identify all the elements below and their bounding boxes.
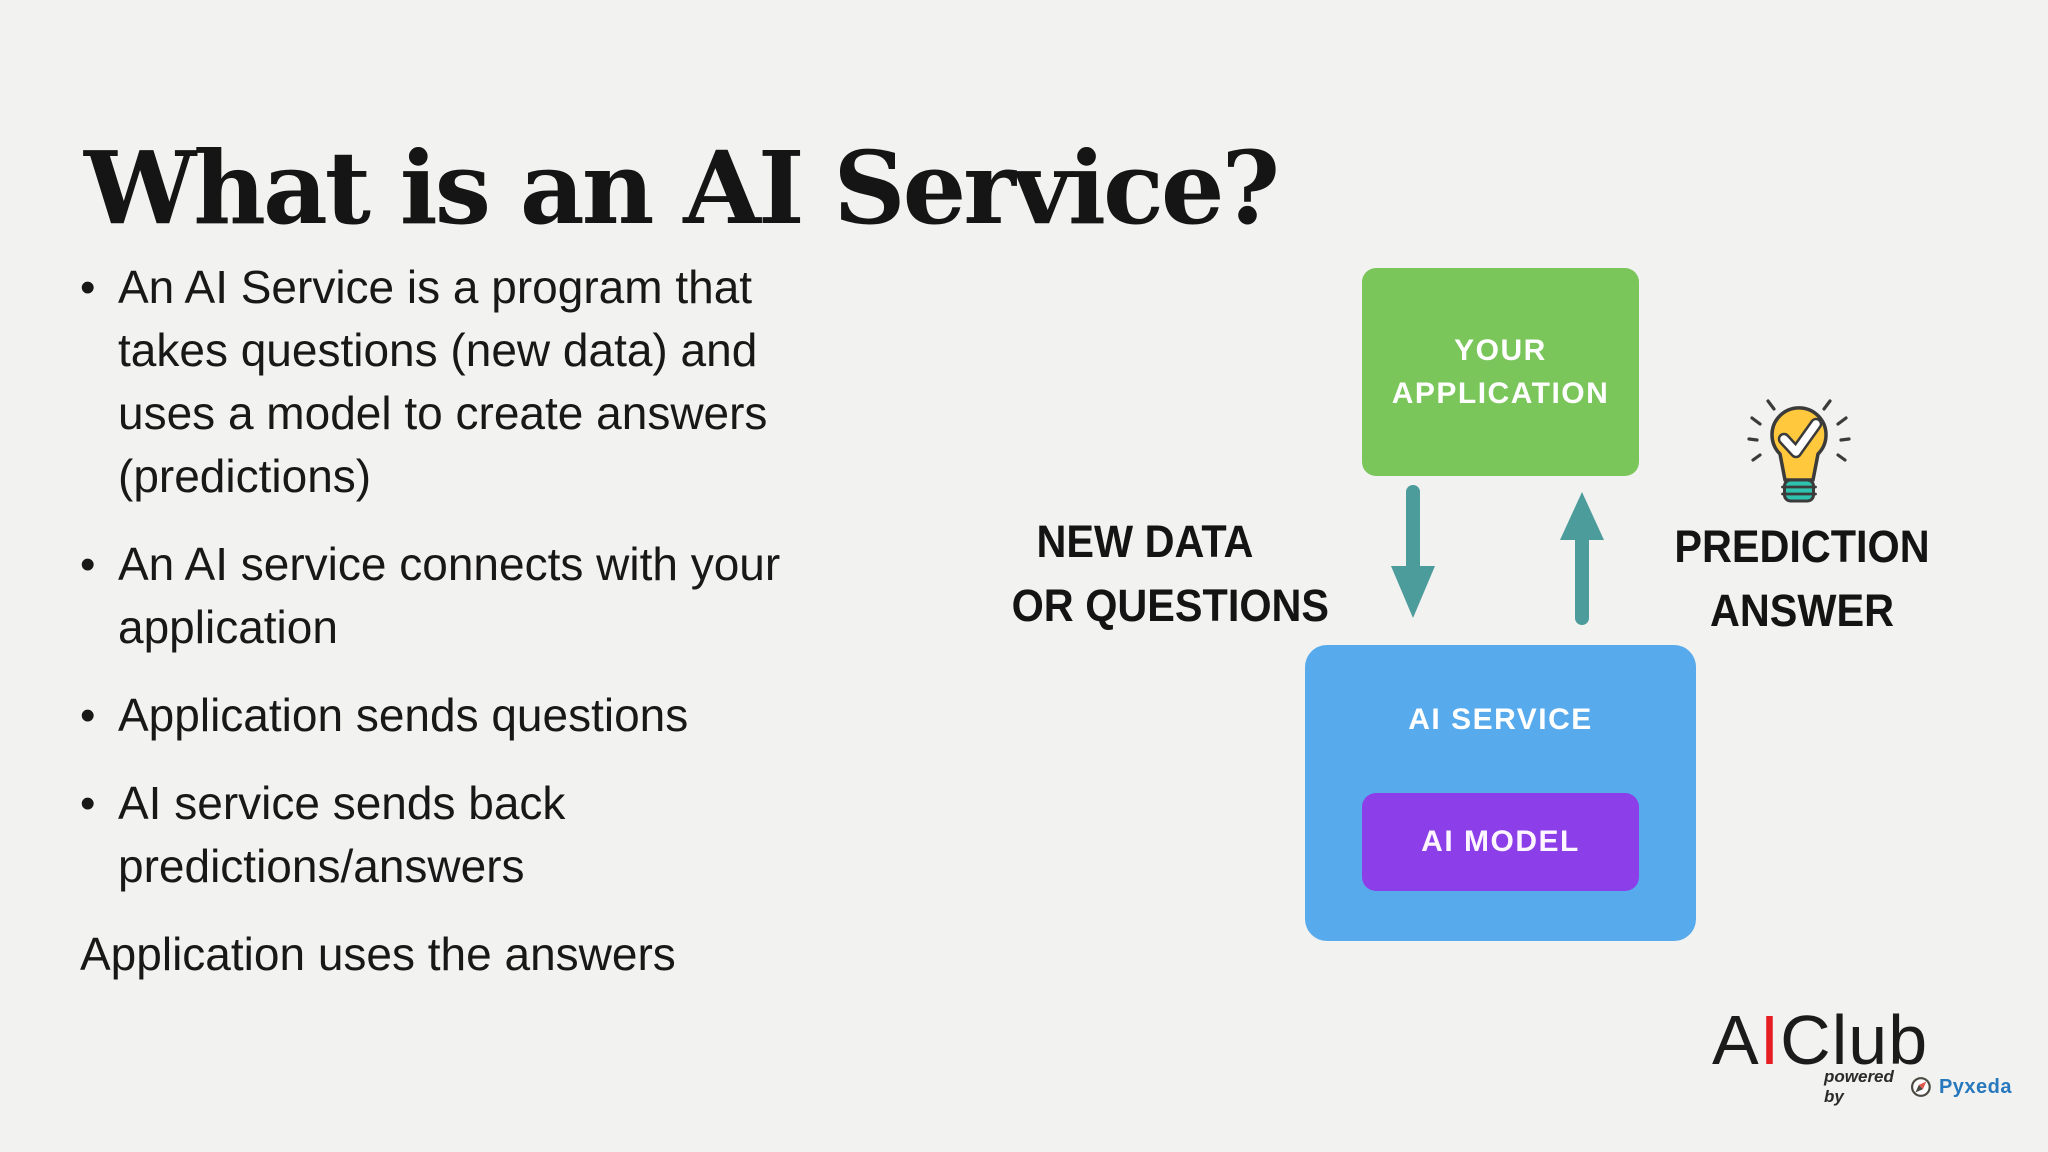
powered-by-row: powered by Pyxeda	[1824, 1067, 2012, 1107]
response-label-line1: PREDICTION	[1674, 521, 1930, 572]
bullet-item: An AI Service is a program that takes qu…	[80, 256, 830, 508]
brand-suffix: Club	[1780, 1001, 1929, 1079]
checkmark	[1780, 420, 1820, 456]
powered-by-label: powered by	[1824, 1067, 1894, 1106]
request-label-line2: OR QUESTIONS	[1011, 580, 1330, 631]
brand-text: AIClub	[1712, 1005, 2012, 1075]
aiclub-logo: AIClub powered by Pyxeda	[1712, 1005, 2012, 1115]
bullet-text: An AI Service is a program that takes qu…	[118, 261, 768, 502]
bullet-text: Application sends questions	[118, 689, 689, 741]
flow-arrows	[1391, 485, 1604, 625]
page-title: What is an AI Service?	[84, 129, 1280, 247]
bulb-base	[1783, 478, 1815, 503]
down-arrow-icon	[1391, 485, 1435, 618]
bullet-list: An AI Service is a program that takes qu…	[80, 256, 830, 898]
pyxeda-label: Pyxeda	[1938, 1075, 2012, 1098]
model-box-label: AI MODEL	[1421, 825, 1580, 858]
response-label-line2: ANSWER	[1710, 585, 1894, 636]
model-box: AI MODEL	[1362, 793, 1639, 891]
service-box: AI SERVICE AI MODEL	[1305, 645, 1696, 941]
request-label: NEW DATA OR QUESTIONS	[1011, 510, 1330, 638]
brand-accent: I	[1759, 1001, 1781, 1079]
bullet-item: An AI service connects with your applica…	[80, 533, 830, 659]
request-label-line1: NEW DATA	[1036, 516, 1254, 567]
response-label: PREDICTION ANSWER	[1664, 515, 1940, 643]
application-box: YOUR APPLICATION	[1362, 268, 1639, 476]
up-arrow-icon	[1560, 492, 1604, 625]
bulb-rays	[1747, 399, 1851, 462]
bullet-text: An AI service connects with your applica…	[118, 538, 781, 653]
closing-line: Application uses the answers	[80, 928, 676, 980]
compass-icon	[1911, 1077, 1931, 1097]
brand-prefix: A	[1712, 1001, 1760, 1079]
lightbulb-check-icon	[1747, 399, 1851, 503]
service-box-label: AI SERVICE	[1408, 703, 1593, 736]
bullet-text: AI service sends back predictions/answer…	[118, 777, 566, 892]
bullet-item: Application sends questions	[80, 684, 830, 747]
bullet-content: An AI Service is a program that takes qu…	[80, 256, 830, 986]
application-box-label: YOUR APPLICATION	[1391, 334, 1610, 410]
bullet-item: AI service sends back predictions/answer…	[80, 772, 830, 898]
